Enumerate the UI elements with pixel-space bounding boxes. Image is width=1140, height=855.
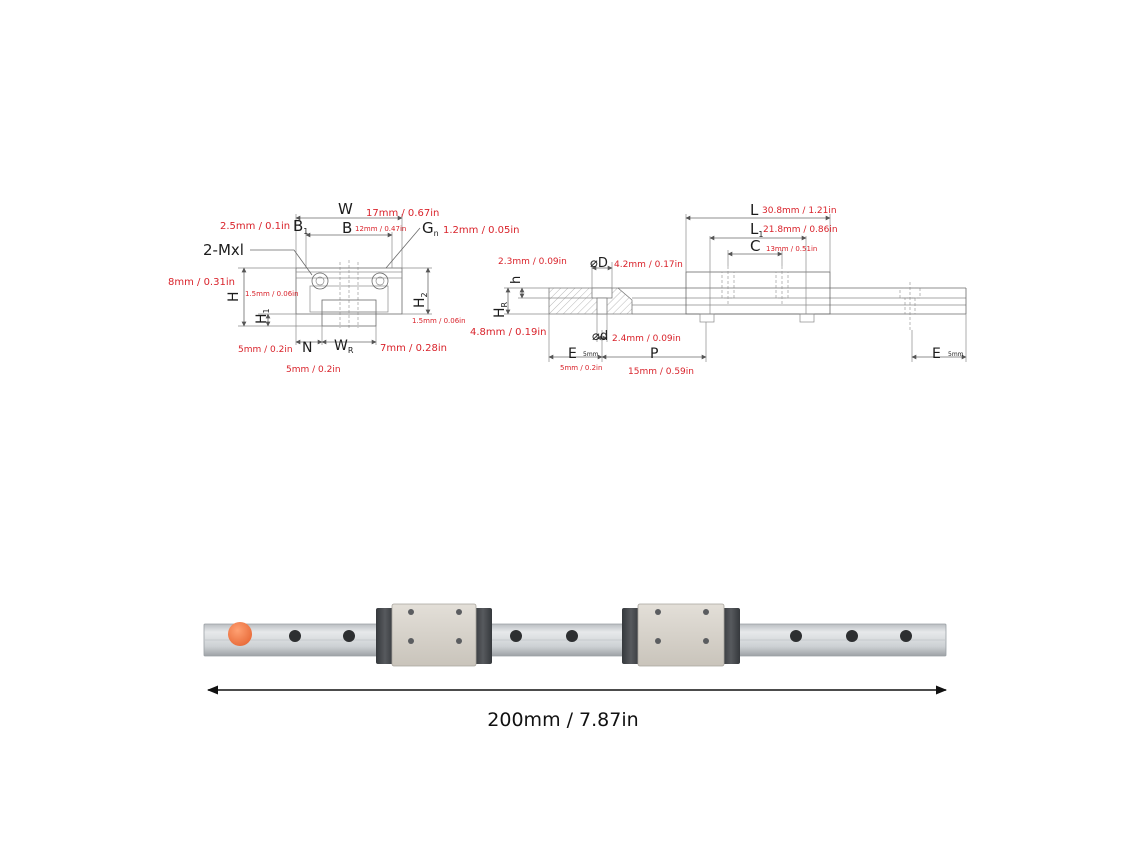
cross-section-view: W 17mm / 0.67in B 12mm / 0.47in B1 2.5mm…: [168, 200, 520, 375]
dim-h1-value: 5mm / 0.2in: [238, 345, 293, 355]
rail-hole: [790, 630, 802, 642]
label-h: H: [226, 291, 242, 302]
label-h2: H2: [412, 292, 429, 308]
label-gn: Gn: [422, 219, 439, 238]
label-wr: WR: [334, 338, 354, 355]
label-w: W: [338, 200, 353, 218]
label-e-right-small: 5mm: [948, 351, 964, 358]
label-b: B: [342, 219, 352, 237]
dim-gn-value: 1.2mm / 0.05in: [443, 225, 520, 236]
label-l1: L1: [750, 220, 763, 239]
dim-hr-value: 4.8mm / 0.19in: [470, 327, 547, 338]
label-e: E: [568, 346, 577, 362]
label-2-mxl: 2-Mxl: [203, 241, 244, 259]
rail-hole: [289, 630, 301, 642]
label-c: C: [750, 237, 760, 255]
rail-side: [618, 282, 967, 330]
dim-b1-value: 2.5mm / 0.1in: [220, 221, 290, 232]
label-e-right: E: [932, 346, 941, 362]
rail-hole: [846, 630, 858, 642]
carriage-block-1: [376, 603, 492, 667]
label-d-large: ⌀D: [590, 256, 608, 271]
dim-wr-value: 7mm / 0.28in: [380, 343, 447, 354]
side-view: L 30.8mm / 1.21in L1 21.8mm / 0.86in C 1…: [470, 201, 967, 377]
rail-end-plug: [228, 622, 252, 646]
dim-h-small-value: 2.3mm / 0.09in: [498, 257, 567, 267]
rail-length-label: 200mm / 7.87in: [487, 709, 638, 731]
carriage-block-2: [622, 603, 740, 667]
rail-hole: [566, 630, 578, 642]
block-profile: [295, 260, 403, 330]
dim-h2-value: 1.5mm / 0.06in: [412, 317, 466, 325]
block-side: [685, 266, 831, 323]
label-d-small: ⌀d: [592, 329, 608, 344]
label-n: N: [302, 340, 312, 356]
rail-hole: [510, 630, 522, 642]
dim-w-value: 17mm / 0.67in: [366, 208, 439, 219]
product-rail-photo: 200mm / 7.87in: [203, 603, 948, 731]
dim-b-value: 12mm / 0.47in: [355, 225, 406, 233]
dim-e-value: 5mm / 0.2in: [560, 364, 602, 372]
dim-d-small-value: 2.4mm / 0.09in: [612, 334, 681, 344]
label-hr: HR: [492, 301, 509, 318]
label-p: P: [650, 346, 658, 362]
label-l: L: [750, 201, 759, 219]
dim-p-value: 15mm / 0.59in: [628, 367, 694, 377]
dim-h-inner-value: 1.5mm / 0.06in: [245, 290, 299, 298]
dim-n-value: 5mm / 0.2in: [286, 365, 341, 375]
label-h-small: h: [509, 276, 524, 284]
dim-d-large-value: 4.2mm / 0.17in: [614, 260, 683, 270]
label-b1: B1: [293, 217, 308, 236]
rail-mounting-holes: [289, 630, 912, 642]
dim-l1-value: 21.8mm / 0.86in: [763, 225, 838, 235]
label-h1: H1: [254, 308, 271, 324]
rail-section-left: [548, 287, 633, 315]
dim-l-value: 30.8mm / 1.21in: [762, 206, 837, 216]
dim-c-value: 13mm / 0.51in: [766, 245, 817, 253]
dim-h-value: 8mm / 0.31in: [168, 277, 235, 288]
rail-hole: [343, 630, 355, 642]
label-e-small: 5mm: [583, 351, 599, 358]
leader-mxl: [250, 249, 313, 276]
rail-hole: [900, 630, 912, 642]
rail-profile: [321, 299, 377, 327]
leader-gn: [385, 227, 421, 269]
